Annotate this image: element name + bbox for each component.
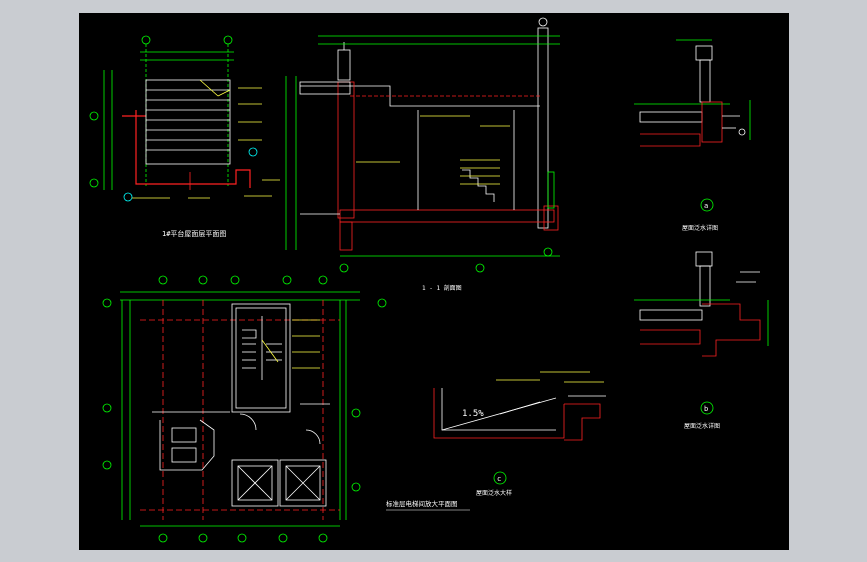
roof-plan-1f xyxy=(89,35,280,202)
title-detail-a: 屋面泛水详图 xyxy=(682,224,718,232)
title-roof-plan: 1#平台屋面层平面图 xyxy=(162,229,226,238)
elevator-plan xyxy=(102,275,387,543)
marker-c: c xyxy=(497,475,501,483)
title-elevator-plan: 标准层电梯间放大平面图 xyxy=(386,499,458,508)
title-detail-b: 屋面泛水详图 xyxy=(684,422,720,430)
marker-a: a xyxy=(704,202,708,210)
slope-label: 1.5% xyxy=(462,409,484,419)
title-section: 1 - 1 剖面图 xyxy=(422,284,462,292)
detail-a xyxy=(634,39,751,212)
drawing-canvas xyxy=(79,13,789,550)
detail-c xyxy=(433,371,606,485)
title-detail-c: 屋面泛水大样 xyxy=(476,489,512,497)
detail-b xyxy=(634,251,769,415)
section-1-1 xyxy=(285,17,560,273)
marker-b: b xyxy=(704,405,708,413)
